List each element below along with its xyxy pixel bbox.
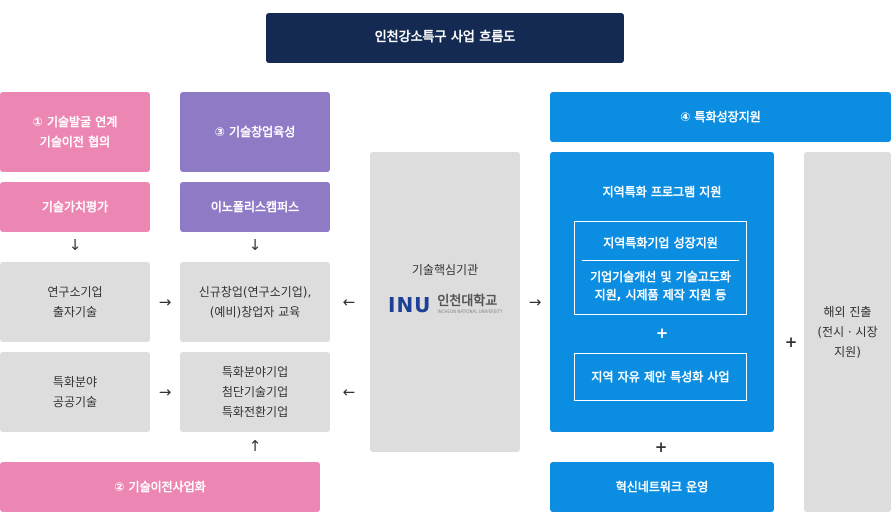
arrow-right-icon: → xyxy=(528,293,542,311)
plus-icon: + xyxy=(784,333,798,351)
page-title: 인천강소특구 사업 흐름도 xyxy=(266,13,624,63)
plus-icon: + xyxy=(654,438,668,456)
special-field-box: 특화분야 공공기술 xyxy=(0,352,150,432)
growth-support-box: 지역특화기업 성장지원 기업기술개선 및 기술고도화 지원, 시제품 제작 지원… xyxy=(574,221,747,315)
overseas-box: 해외 진출 (전시 · 시장 지원) xyxy=(804,152,891,512)
core-label: 기술핵심기관 xyxy=(411,263,479,277)
arrow-down-icon: ↓ xyxy=(248,236,262,254)
university-logo: INU 인천대학교 INCHEON NATIONAL UNIVERSITY xyxy=(388,294,503,316)
logo-university-subtitle: INCHEON NATIONAL UNIVERSITY xyxy=(437,309,503,314)
innopolis-box: 이노폴리스캠퍼스 xyxy=(180,182,330,232)
arrow-down-icon: ↓ xyxy=(68,236,82,254)
arrow-right-icon: → xyxy=(158,383,172,401)
research-company-box: 연구소기업 출자기술 xyxy=(0,262,150,342)
special-company-box: 특화분야기업 첨단기술기업 특화전환기업 xyxy=(180,352,330,432)
step3-box: ③ 기술창업육성 xyxy=(180,92,330,172)
step2-box: ② 기술이전사업화 xyxy=(0,462,320,512)
logo-university-name: 인천대학교 xyxy=(437,294,498,309)
valuation-box: 기술가치평가 xyxy=(0,182,150,232)
arrow-left-icon: ← xyxy=(342,383,356,401)
arrow-right-icon: → xyxy=(158,293,172,311)
arrow-up-icon: ↑ xyxy=(248,437,262,455)
growth-title: 지역특화기업 성장지원 xyxy=(603,236,718,250)
divider xyxy=(582,260,739,261)
plus-icon: + xyxy=(655,324,669,342)
step1-box: ① 기술발굴 연계 기술이전 협의 xyxy=(0,92,150,172)
network-box: 혁신네트워크 운영 xyxy=(550,462,774,512)
growth-desc: 기업기술개선 및 기술고도화 지원, 시제품 제작 지원 등 xyxy=(590,270,731,302)
arrow-left-icon: ← xyxy=(342,293,356,311)
free-zone-box: 지역 자유 제안 특성화 사업 xyxy=(574,353,747,401)
inu-logo-icon: INU xyxy=(388,293,432,317)
core-institution-box: 기술핵심기관 INU 인천대학교 INCHEON NATIONAL UNIVER… xyxy=(370,152,520,452)
program-title: 지역특화 프로그램 지원 xyxy=(602,185,722,199)
page-title-text: 인천강소특구 사업 흐름도 xyxy=(374,30,516,45)
startup-box: 신규창업(연구소기업), (예비)창업자 교육 xyxy=(180,262,330,342)
regional-program-box: 지역특화 프로그램 지원 지역특화기업 성장지원 기업기술개선 및 기술고도화 … xyxy=(550,152,774,432)
step4-box: ④ 특화성장지원 xyxy=(550,92,891,142)
